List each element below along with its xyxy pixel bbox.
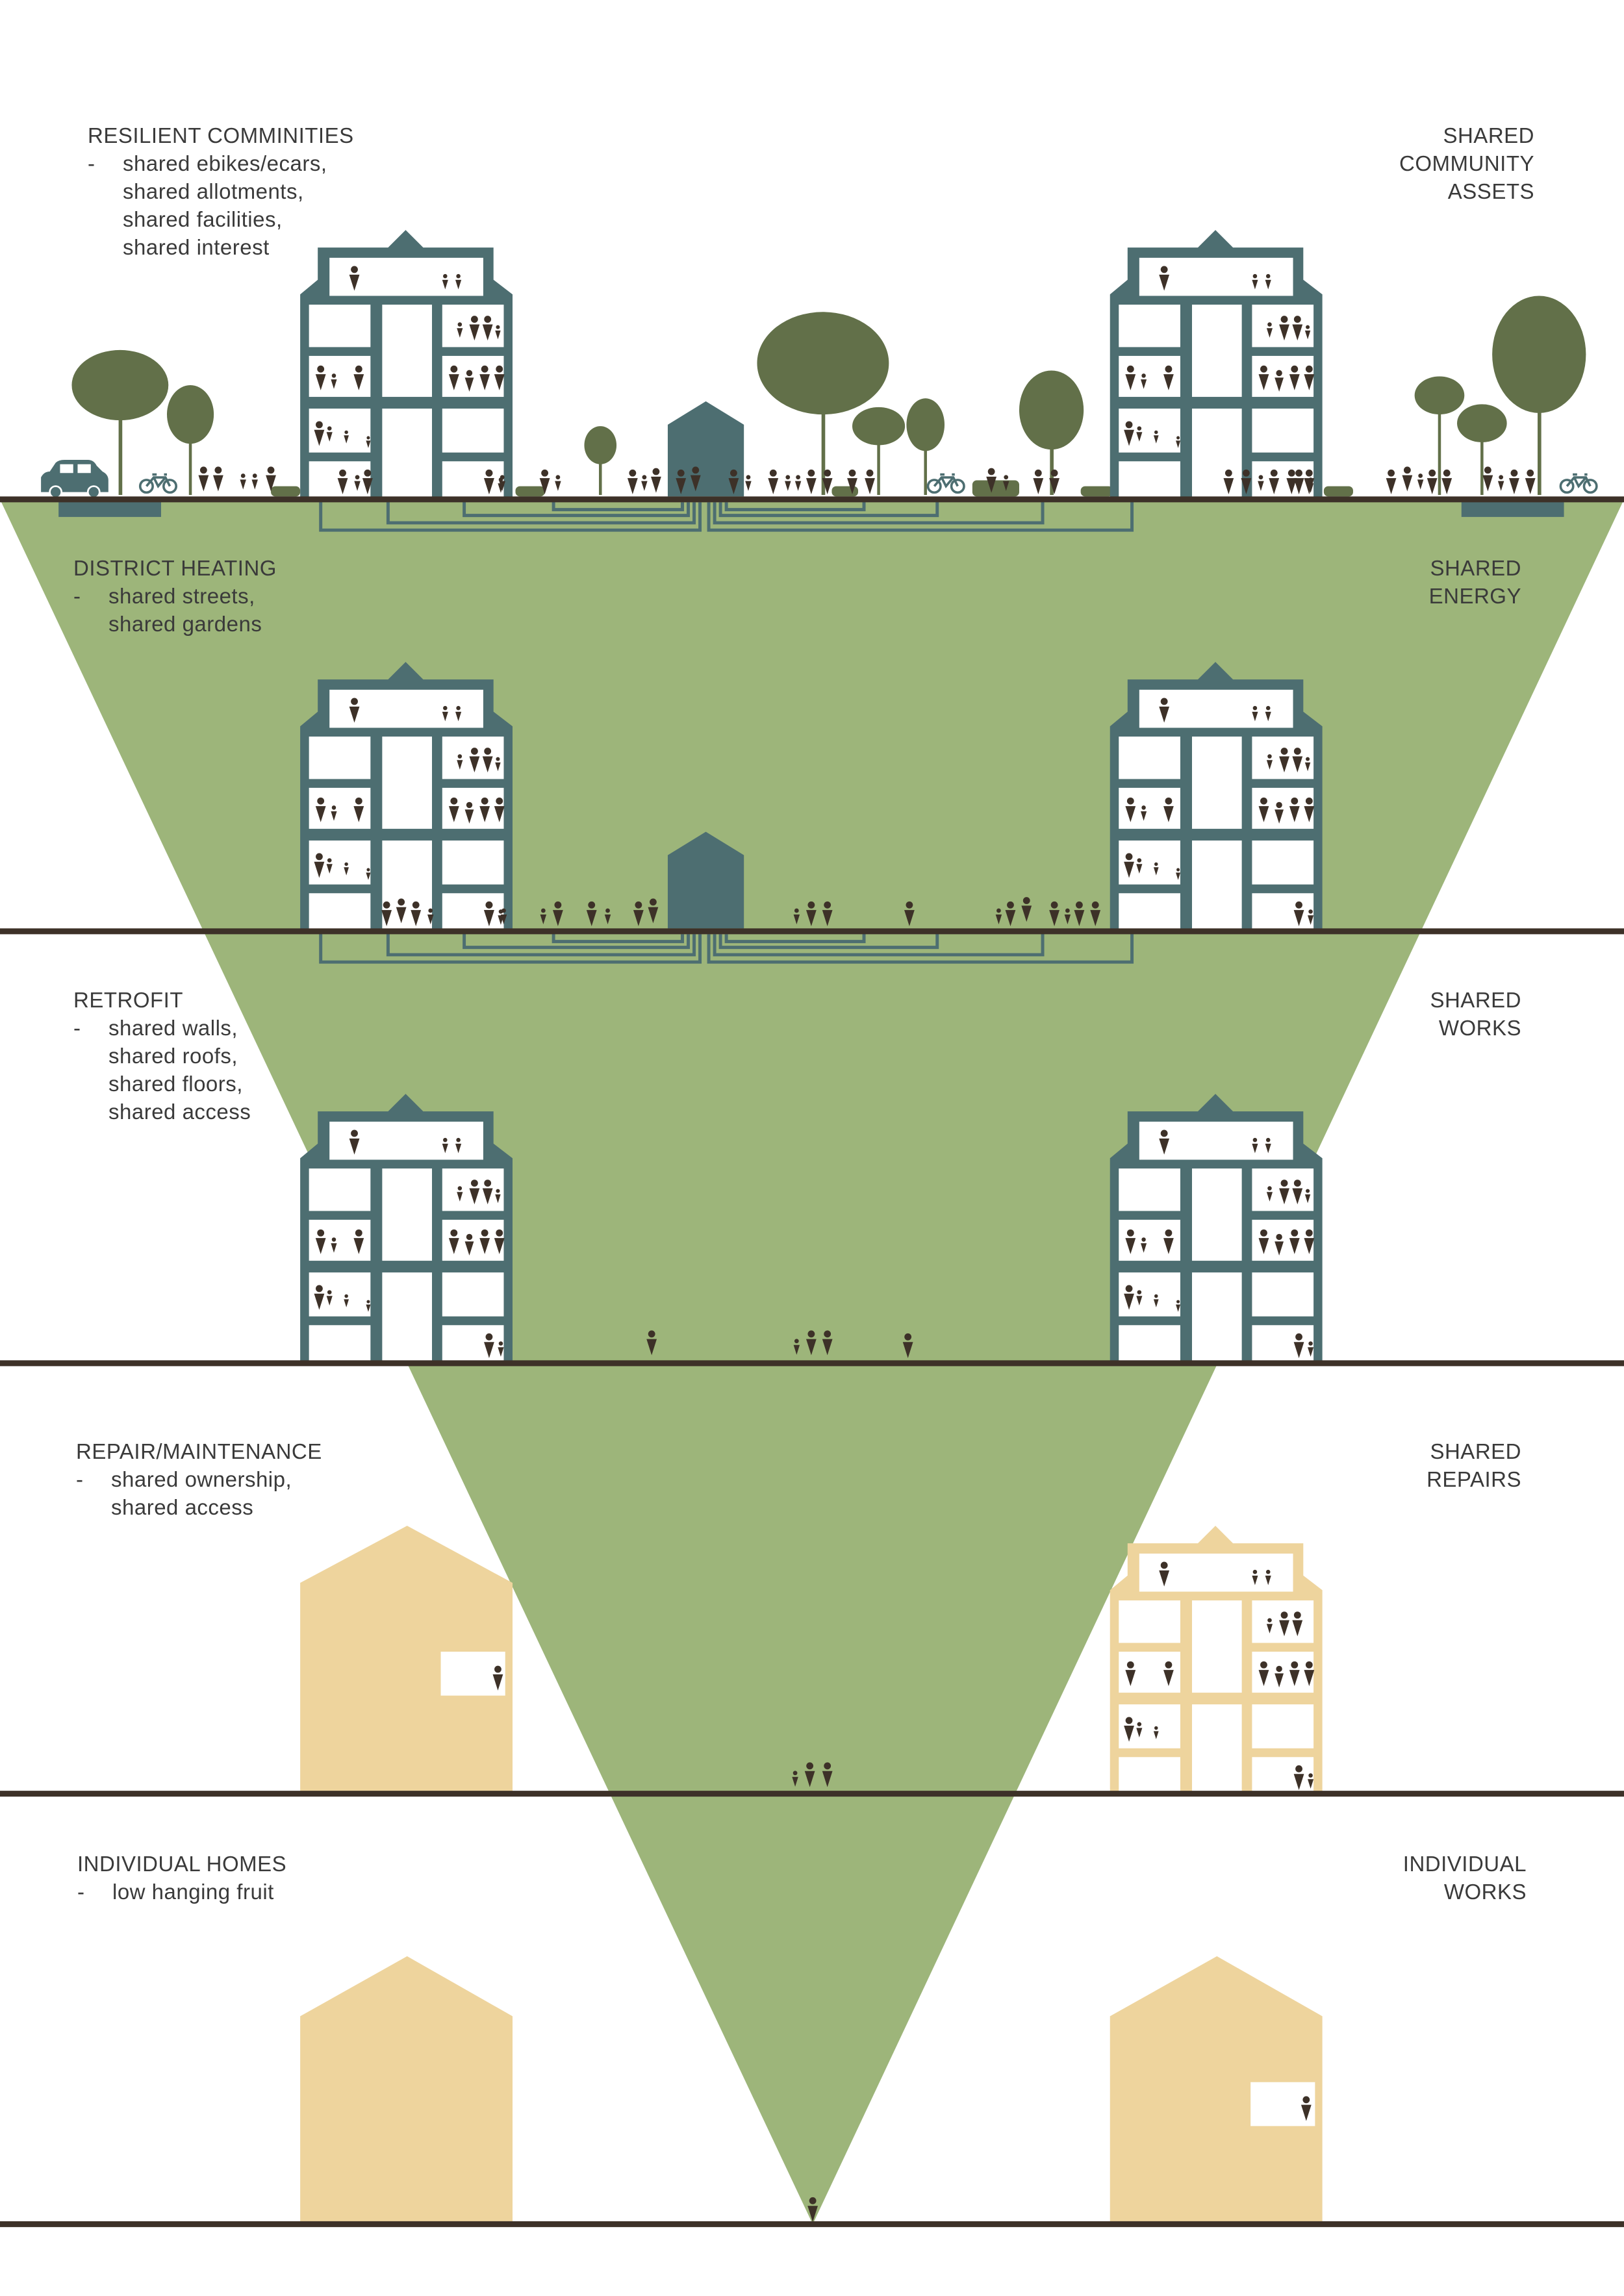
level-4-right-line: SHARED	[1430, 1439, 1521, 1463]
level-3-item: shared floors,	[108, 1072, 243, 1096]
level-2-item: shared gardens	[108, 612, 262, 636]
ground-line-2	[0, 928, 1624, 935]
level-5-scene	[300, 1956, 1323, 2223]
level-2-scene	[300, 662, 1322, 962]
level-3-right-line: SHARED	[1430, 988, 1521, 1012]
ground-line-3	[0, 1360, 1624, 1367]
level-3-left-label: RETROFIT shared walls, shared roofs, sha…	[73, 986, 251, 1126]
level-5-right-line: WORKS	[1443, 1880, 1527, 1904]
level-1-left-label: RESILIENT COMMINITIES shared ebikes/ecar…	[88, 121, 354, 261]
level-4-item: shared access	[111, 1495, 254, 1519]
ground-line-5	[0, 2221, 1624, 2227]
level-3-right-line: WORKS	[1438, 1016, 1521, 1040]
level-3-item: shared walls,	[73, 1014, 251, 1042]
level-3-right-label: SHARED WORKS	[1430, 986, 1521, 1042]
level-4-item: shared ownership,	[76, 1465, 322, 1493]
level-3-title: RETROFIT	[73, 988, 183, 1012]
ground-line-1	[0, 496, 1624, 503]
level-5-right-line: INDIVIDUAL	[1402, 1852, 1527, 1876]
level-3-item: shared access	[108, 1100, 251, 1124]
level-1-item: shared interest	[123, 235, 270, 259]
level-3-item: shared roofs,	[108, 1044, 238, 1068]
level-5-left-label: INDIVIDUAL HOMES low hanging fruit	[77, 1850, 286, 1906]
level-4-scene	[300, 1526, 1322, 1795]
level-1-item: shared allotments,	[123, 179, 304, 203]
level-4-left-label: REPAIR/MAINTENANCE shared ownership, sha…	[76, 1437, 322, 1521]
level-1-right-line: ASSETS	[1447, 179, 1534, 203]
level-2-left-label: DISTRICT HEATING shared streets, shared …	[73, 554, 277, 638]
level-4-right-label: SHARED REPAIRS	[1427, 1437, 1521, 1493]
level-2-right-line: ENERGY	[1428, 584, 1521, 608]
level-4-right-line: REPAIRS	[1427, 1467, 1521, 1491]
level-5-title: INDIVIDUAL HOMES	[77, 1852, 287, 1876]
level-1-right-line: SHARED	[1443, 123, 1534, 147]
level-4-title: REPAIR/MAINTENANCE	[76, 1439, 322, 1463]
level-1-right-label: SHARED COMMUNITY ASSETS	[1399, 121, 1534, 205]
level-1-scene	[41, 230, 1598, 530]
level-2-right-line: SHARED	[1430, 556, 1521, 580]
level-2-item: shared streets,	[73, 582, 277, 610]
level-1-title: RESILIENT COMMINITIES	[88, 123, 354, 147]
level-1-item: shared facilities,	[123, 207, 283, 231]
level-1-item: shared ebikes/ecars,	[88, 149, 354, 177]
level-5-right-label: INDIVIDUAL WORKS	[1403, 1850, 1527, 1906]
level-1-right-line: COMMUNITY	[1399, 151, 1534, 175]
ground-line-4	[0, 1791, 1624, 1797]
level-2-right-label: SHARED ENERGY	[1429, 554, 1521, 610]
level-5-item: low hanging fruit	[77, 1878, 286, 1906]
level-2-title: DISTRICT HEATING	[73, 556, 277, 580]
